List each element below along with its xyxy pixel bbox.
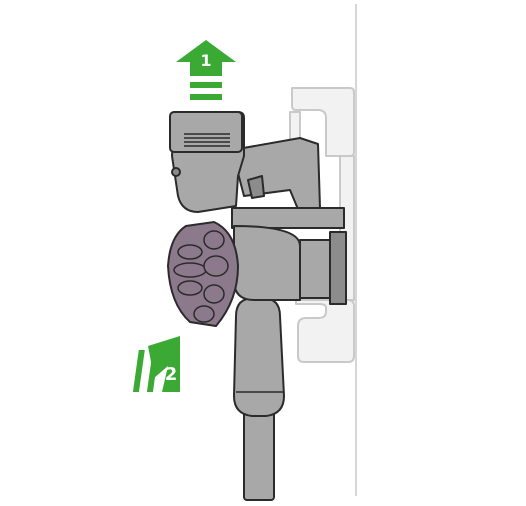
handheld-vacuum <box>166 111 347 328</box>
step-2-number: 2 <box>165 364 178 385</box>
release-button <box>171 167 181 177</box>
lift-bar-1 <box>190 82 222 88</box>
vent-slots <box>184 133 230 147</box>
cyclone-cones <box>173 230 229 323</box>
lift-bar-2 <box>190 94 222 100</box>
bracket-upper-tab <box>289 111 301 141</box>
bin-nozzle <box>299 239 331 299</box>
wand-connector <box>233 297 285 417</box>
bracket-upper-clip <box>291 87 355 157</box>
lift-arrow-icon: 1 <box>176 40 236 100</box>
vacuum-handle <box>231 137 321 215</box>
step-1-number: 1 <box>200 51 211 70</box>
tilt-bar-1 <box>132 350 145 392</box>
bracket-lower-clip <box>295 299 355 363</box>
tilt-arrow-icon: 2 <box>132 336 180 392</box>
extension-wand <box>233 297 285 501</box>
bin-top-rail <box>231 207 345 229</box>
tilt-bar-2 <box>146 350 159 392</box>
bin-body <box>233 225 301 301</box>
bin-nozzle-cap <box>329 231 347 305</box>
trigger <box>247 175 265 199</box>
